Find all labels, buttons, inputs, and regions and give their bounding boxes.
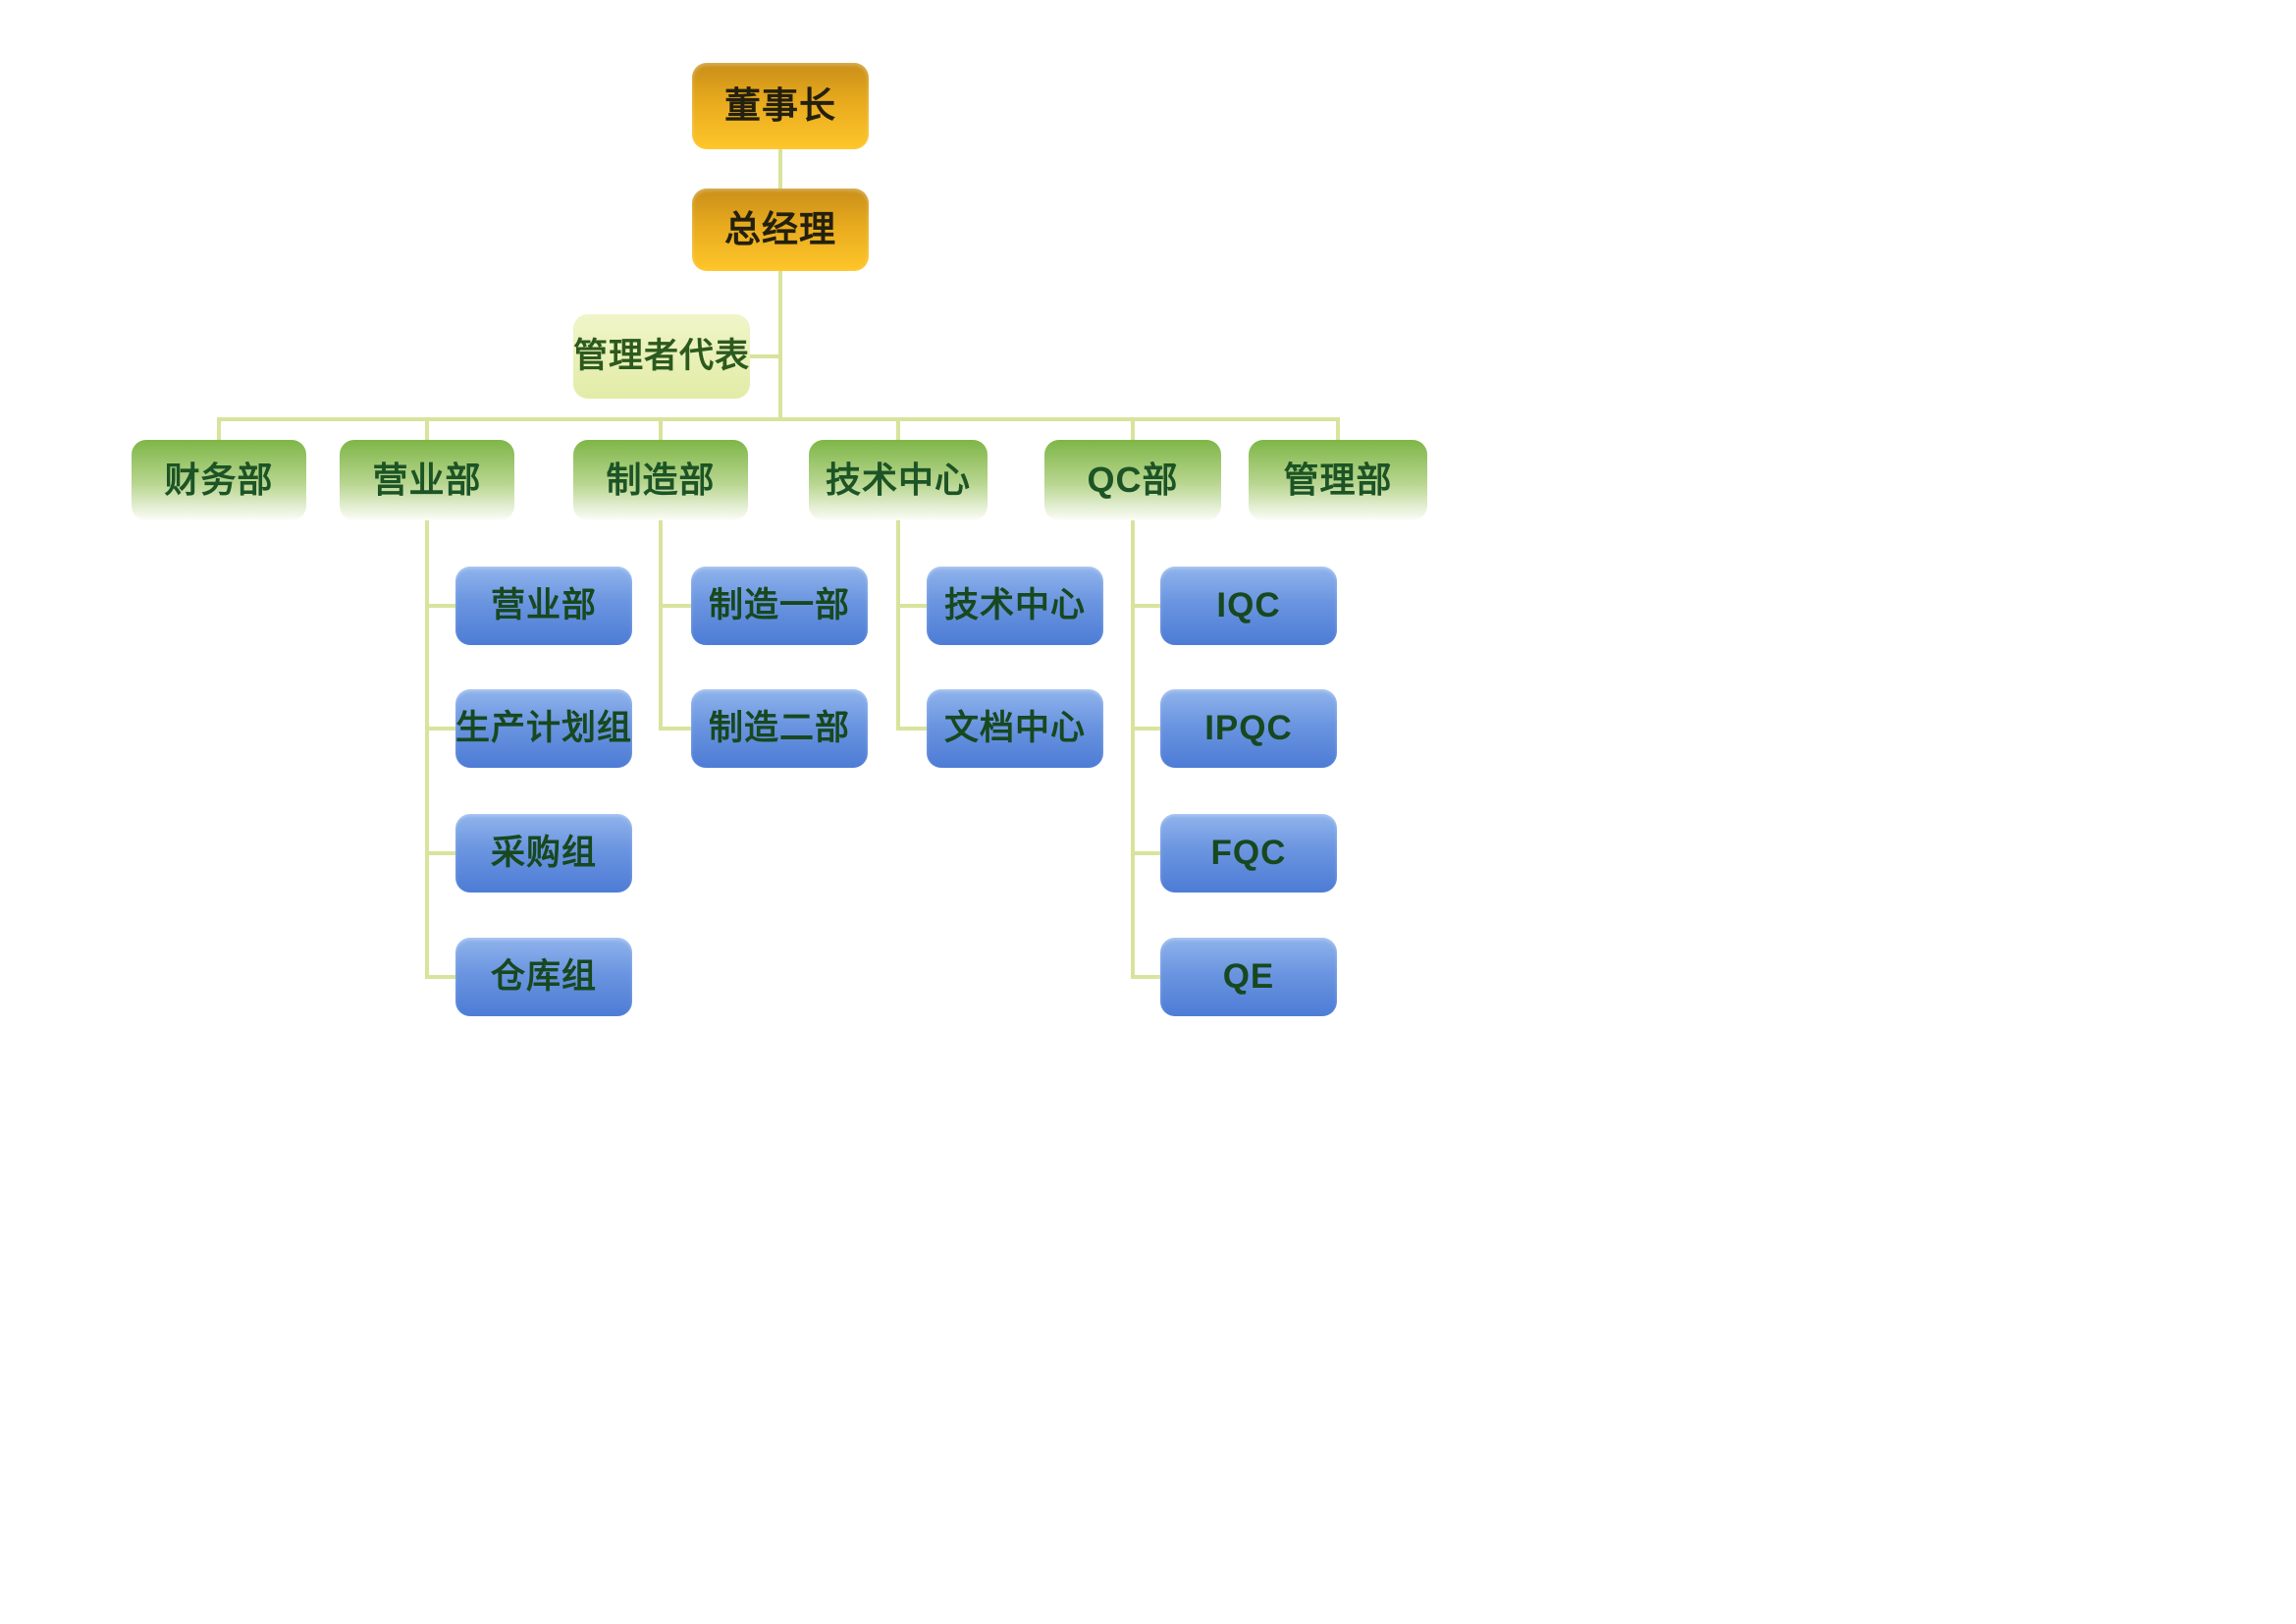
node-tech-center-sub: 技术中心 [927, 567, 1103, 645]
connector-management-rep [750, 354, 780, 358]
node-dept-admin: 管理部 [1249, 440, 1427, 520]
connector-qc-child-2 [1131, 727, 1160, 731]
connector-stub-tech [896, 417, 900, 440]
connector-qc-child-4 [1131, 975, 1160, 979]
connector-sales-child-2 [425, 727, 455, 731]
node-dept-qc: QC部 [1044, 440, 1221, 520]
node-manufacturing-1: 制造一部 [691, 567, 868, 645]
connector-qc-vertical [1131, 520, 1135, 979]
node-dept-manufacturing: 制造部 [573, 440, 748, 520]
node-general-manager: 总经理 [692, 189, 869, 271]
connector-main-horizontal [217, 417, 1340, 421]
node-iqc: IQC [1160, 567, 1337, 645]
node-sales-sub-dept: 营业部 [455, 567, 632, 645]
connector-gm-trunk [778, 271, 782, 421]
connector-manufacturing-vertical [659, 520, 663, 731]
node-chairman: 董事长 [692, 63, 869, 149]
node-dept-finance: 财务部 [132, 440, 306, 520]
connector-sales-child-4 [425, 975, 455, 979]
connector-qc-child-3 [1131, 851, 1160, 855]
node-ipqc: IPQC [1160, 689, 1337, 768]
node-qe: QE [1160, 938, 1337, 1016]
connector-stub-manufacturing [659, 417, 663, 440]
connector-stub-qc [1131, 417, 1135, 440]
node-dept-sales: 营业部 [340, 440, 514, 520]
connector-tech-vertical [896, 520, 900, 731]
connector-sales-child-1 [425, 604, 455, 608]
node-purchasing: 采购组 [455, 814, 632, 893]
node-management-rep: 管理者代表 [573, 314, 750, 399]
node-dept-tech-center: 技术中心 [809, 440, 988, 520]
connector-stub-finance [217, 417, 221, 440]
node-production-planning: 生产计划组 [455, 689, 632, 768]
connector-stub-admin [1336, 417, 1340, 440]
connector-tech-child-2 [896, 727, 927, 731]
node-manufacturing-2: 制造二部 [691, 689, 868, 768]
node-document-center: 文档中心 [927, 689, 1103, 768]
connector-sales-vertical [425, 520, 429, 979]
connector-sales-child-3 [425, 851, 455, 855]
connector-manufacturing-child-1 [659, 604, 691, 608]
connector-manufacturing-child-2 [659, 727, 691, 731]
connector-chairman-gm [778, 149, 782, 189]
connector-qc-child-1 [1131, 604, 1160, 608]
connector-stub-sales [425, 417, 429, 440]
node-fqc: FQC [1160, 814, 1337, 893]
node-warehouse: 仓库组 [455, 938, 632, 1016]
connector-tech-child-1 [896, 604, 927, 608]
